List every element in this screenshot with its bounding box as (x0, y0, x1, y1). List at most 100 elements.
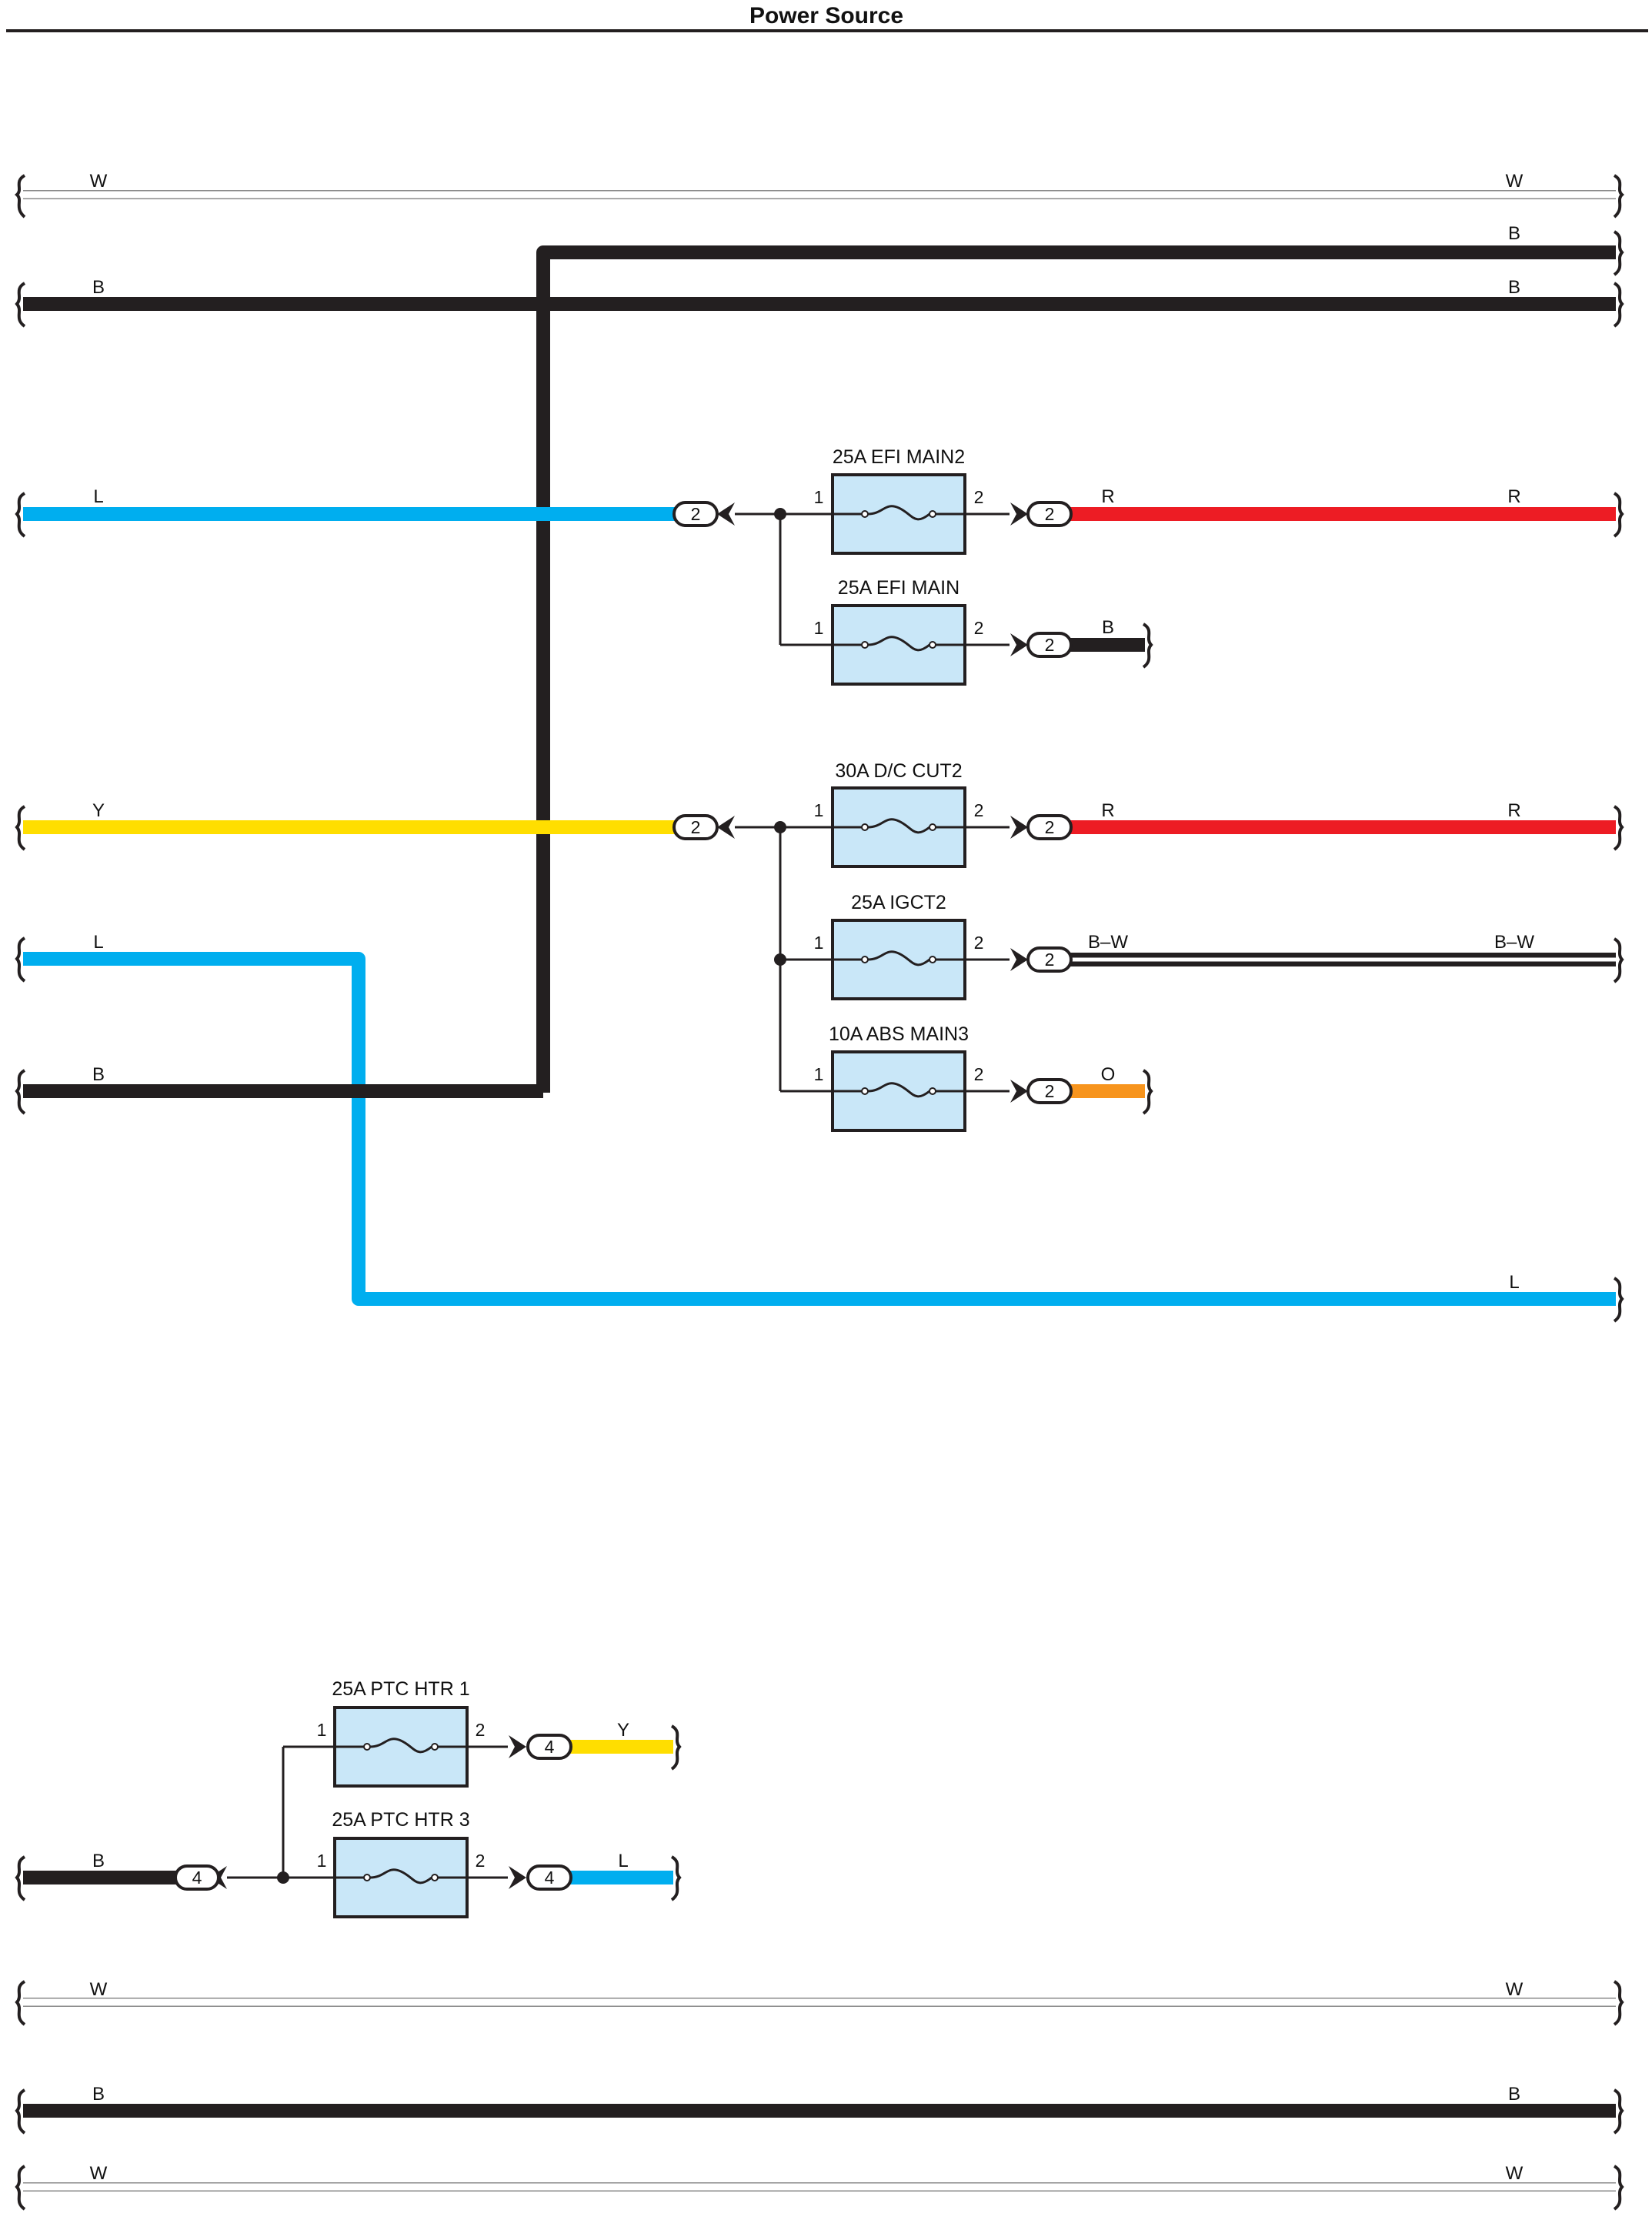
fuse-element-icon (867, 636, 930, 652)
wire-labels: W W B B B L R R B Y R R L B–W B–W B O L … (90, 171, 1535, 2184)
svg-text:2: 2 (1045, 635, 1055, 655)
svg-text:1: 1 (814, 487, 824, 507)
wire-label: W (90, 171, 108, 192)
arrow-out-6 (509, 1735, 526, 1758)
svg-text:2: 2 (974, 933, 984, 953)
connector-pill: 2 (672, 501, 719, 527)
fuse-dc-cut2: 30A D/C CUT2 1 2 (814, 760, 984, 868)
fuse-element-icon (867, 1082, 930, 1098)
svg-text:25A PTC HTR 3: 25A PTC HTR 3 (332, 1809, 469, 1831)
break-mark-left (15, 1980, 26, 2026)
wire-label: B–W (1088, 932, 1128, 953)
junction-dot (774, 953, 786, 966)
fuse-igct2: 25A IGCT2 1 2 (814, 892, 984, 1000)
svg-text:2: 2 (691, 817, 701, 837)
break-mark-left (15, 282, 26, 328)
fuse-element-icon (867, 818, 930, 834)
svg-text:2: 2 (476, 1720, 486, 1740)
svg-text:1: 1 (317, 1851, 327, 1871)
wire-label: R (1101, 486, 1114, 507)
connector-pills: 2 2 2 2 2 2 2 4 (174, 501, 1073, 1891)
arrow-in-1 (717, 502, 735, 526)
wire-label: W (90, 1979, 108, 2000)
svg-text:2: 2 (974, 800, 984, 820)
svg-text:2: 2 (1045, 504, 1055, 524)
wire-label: B (1508, 223, 1520, 244)
svg-text:2: 2 (974, 487, 984, 507)
connector-pill: 2 (1026, 814, 1073, 840)
connector-pill: 2 (1026, 632, 1073, 658)
svg-text:2: 2 (1045, 950, 1055, 970)
break-mark-right (1613, 2088, 1624, 2135)
svg-text:25A EFI MAIN: 25A EFI MAIN (838, 577, 959, 599)
wire-label: B (92, 1851, 105, 1871)
svg-text:2: 2 (1045, 1081, 1055, 1101)
arrow-out-5 (1010, 1080, 1028, 1103)
wire-b-upper (536, 245, 1616, 1093)
connector-pill: 4 (174, 1864, 220, 1891)
break-mark-right (670, 1855, 682, 1901)
break-mark-left (15, 1855, 26, 1901)
fuse-element-icon (867, 950, 930, 966)
wire-label: L (93, 932, 103, 953)
break-mark-left (15, 936, 26, 983)
arrow-out-4 (1010, 948, 1028, 971)
break-mark-right (1142, 1069, 1153, 1115)
fuse-element-icon (369, 1868, 432, 1884)
break-mark-left (15, 492, 26, 538)
wire-label: Y (92, 800, 105, 821)
svg-text:4: 4 (192, 1868, 202, 1888)
break-mark-right (1613, 230, 1624, 276)
fuse-element-icon (369, 1738, 432, 1754)
wire-label: B (92, 2084, 105, 2105)
fuses: 25A EFI MAIN2 1 2 25A EFI MAIN 1 2 30A D… (317, 446, 984, 1918)
break-mark-left (15, 2088, 26, 2135)
junction-dots (277, 508, 786, 1884)
bus-lines (227, 512, 1010, 1879)
wire-label: Y (617, 1720, 629, 1741)
junction-dot (774, 508, 786, 520)
fuse-abs-main3: 10A ABS MAIN3 1 2 (814, 1023, 983, 1132)
svg-text:4: 4 (545, 1737, 555, 1757)
break-marks (14, 174, 1625, 2211)
break-mark-left (15, 805, 26, 851)
svg-text:10A ABS MAIN3: 10A ABS MAIN3 (829, 1023, 969, 1045)
svg-text:4: 4 (545, 1868, 555, 1888)
wire-label: L (93, 486, 103, 507)
fuse-ptc-htr-1: 25A PTC HTR 1 1 2 (317, 1678, 486, 1788)
wire-l-lower (23, 952, 1616, 1306)
wire-label: O (1101, 1064, 1116, 1085)
svg-text:2: 2 (974, 618, 984, 638)
arrow-in-2 (717, 816, 735, 839)
wire-label: R (1507, 486, 1520, 507)
junction-dot (774, 821, 786, 833)
wire-label: B–W (1494, 932, 1534, 953)
svg-text:25A EFI MAIN2: 25A EFI MAIN2 (833, 446, 965, 468)
wire-label: B (1508, 277, 1520, 298)
connector-pill: 4 (526, 1864, 572, 1891)
break-mark-right (1613, 805, 1624, 851)
break-mark-right (1142, 623, 1153, 669)
wire-label: W (1506, 171, 1524, 192)
break-mark-right (670, 1724, 682, 1771)
junction-dot (277, 1871, 289, 1884)
wire-label: L (1509, 1272, 1519, 1293)
arrow-out-3 (1010, 816, 1028, 839)
fuse-ptc-htr-3: 25A PTC HTR 3 1 2 (317, 1809, 486, 1918)
svg-text:1: 1 (814, 1064, 824, 1084)
connector-pill: 2 (1026, 946, 1073, 973)
svg-text:30A D/C CUT2: 30A D/C CUT2 (835, 760, 962, 782)
arrow-out-1 (1010, 502, 1028, 526)
break-mark-right (1613, 282, 1624, 328)
break-mark-right (1613, 492, 1624, 538)
break-mark-right (1613, 1277, 1624, 1323)
wire-label: R (1507, 800, 1520, 821)
wire-label: B (92, 277, 105, 298)
wire-label: W (90, 2163, 108, 2184)
svg-text:2: 2 (476, 1851, 486, 1871)
wire-label: B (92, 1064, 105, 1085)
svg-text:1: 1 (814, 800, 824, 820)
fuse-element-icon (867, 505, 930, 521)
connector-arrows (209, 502, 1028, 1889)
arrow-out-2 (1010, 633, 1028, 656)
